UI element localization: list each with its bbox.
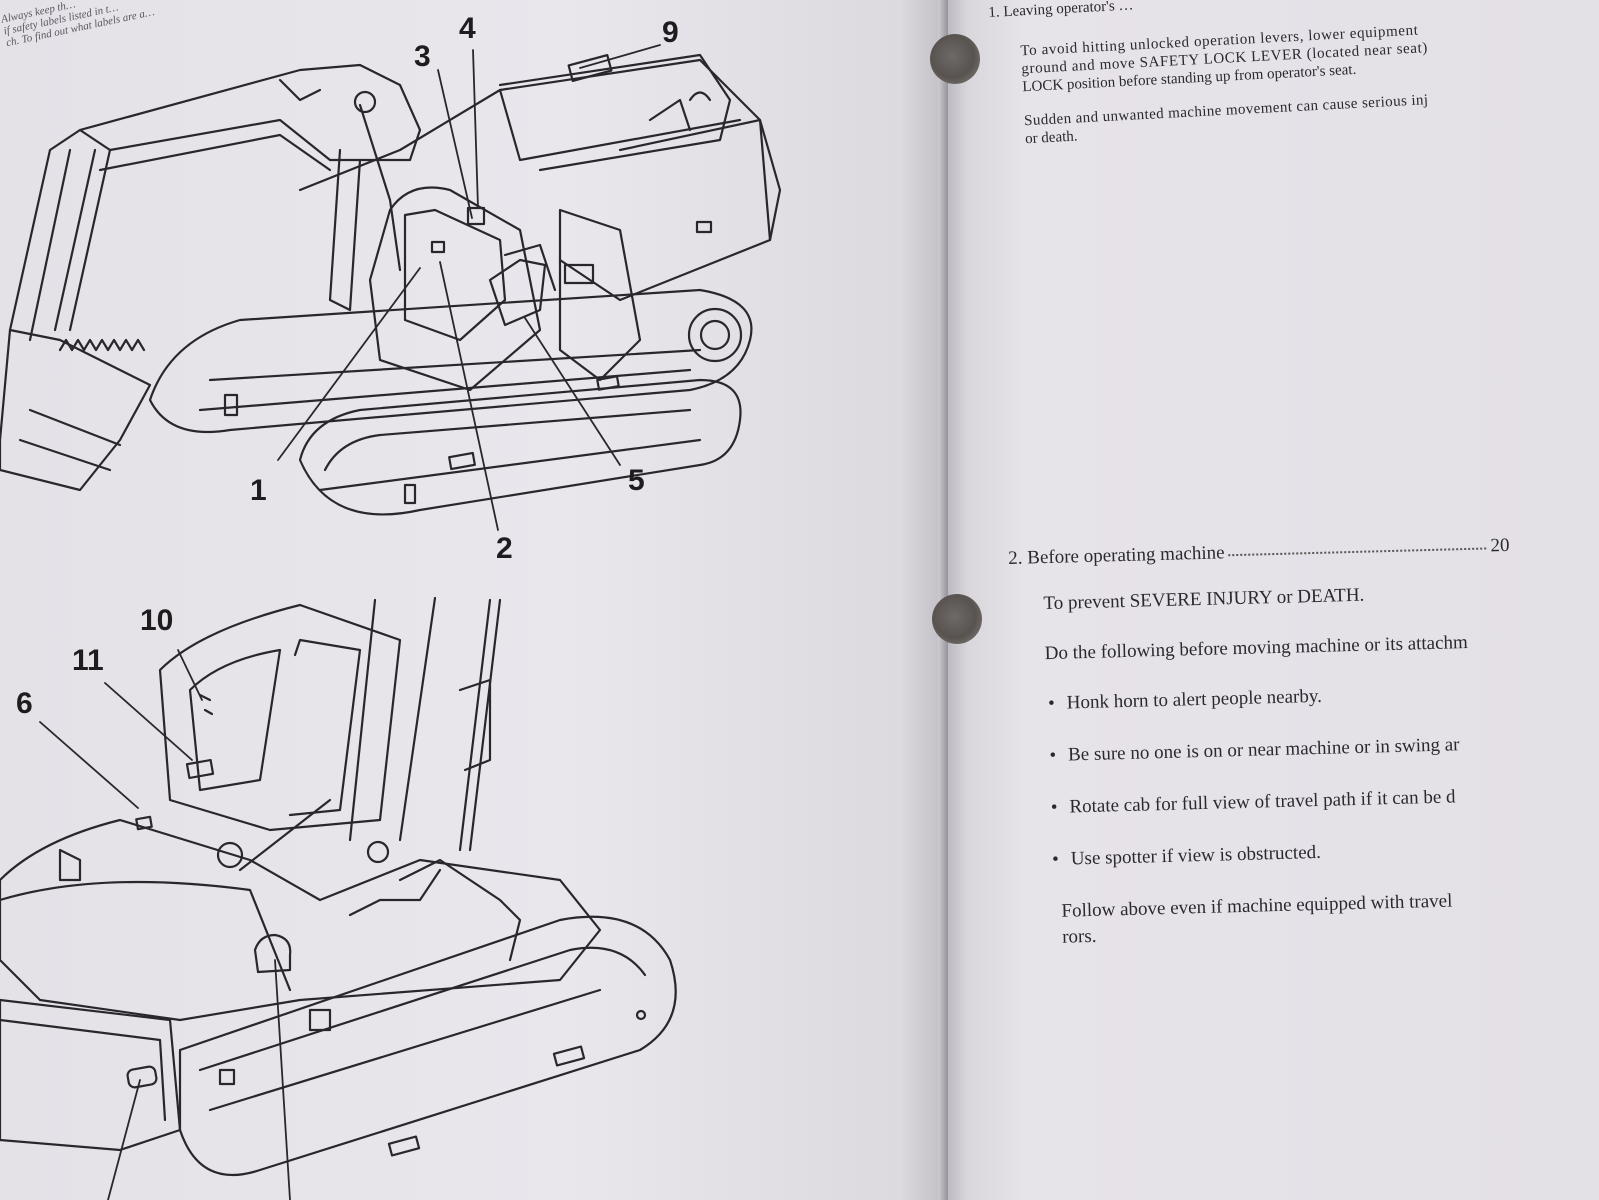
dotted-leader: [1228, 547, 1487, 557]
item2-line2: Do the following before moving machine o…: [1044, 631, 1469, 665]
item2-heading-row: 2. Before operating machine 20: [1008, 535, 1510, 570]
item2-heading: 2. Before operating machine: [1008, 542, 1225, 569]
callout-1: 1: [250, 474, 267, 507]
punch-hole-middle: [932, 594, 982, 644]
bullet-item: Be sure no one is on or near machine or …: [1049, 734, 1460, 767]
lower-excavator-illustration: [0, 596, 677, 1200]
upper-excavator-illustration: [0, 44, 782, 531]
item2-follow1: Follow above even if machine equipped wi…: [1061, 890, 1453, 922]
callout-9: 9: [662, 16, 679, 49]
bullet-item: Rotate cab for full view of travel path …: [1051, 786, 1456, 819]
callout-2: 2: [496, 532, 513, 565]
callout-11: 11: [72, 644, 104, 677]
bullet-item: Honk horn to alert people nearby.: [1048, 686, 1322, 715]
callout-6: 6: [16, 687, 33, 720]
callout-5: 5: [628, 464, 645, 497]
item2-line1: To prevent SEVERE INJURY or DEATH.: [1043, 584, 1365, 615]
right-page: 1. Leaving operator's … To avoid hitting…: [930, 0, 1599, 1200]
callout-10: 10: [140, 604, 174, 637]
item2-page-ref: 20: [1490, 534, 1510, 557]
item1-heading: 1. Leaving operator's …: [988, 0, 1134, 21]
punch-hole-top: [930, 34, 980, 84]
item1-line5: or death.: [1024, 128, 1078, 148]
left-page: Always keep th… if safety labels listed …: [0, 0, 948, 1200]
callout-3: 3: [414, 40, 431, 73]
callout-4: 4: [459, 12, 476, 45]
item1-line4: Sudden and unwanted machine movement can…: [1023, 92, 1429, 130]
excavator-drawings: [0, 44, 782, 1200]
item2-follow2: rors.: [1061, 925, 1097, 948]
bullet-item: Use spotter if view is obstructed.: [1052, 842, 1322, 871]
